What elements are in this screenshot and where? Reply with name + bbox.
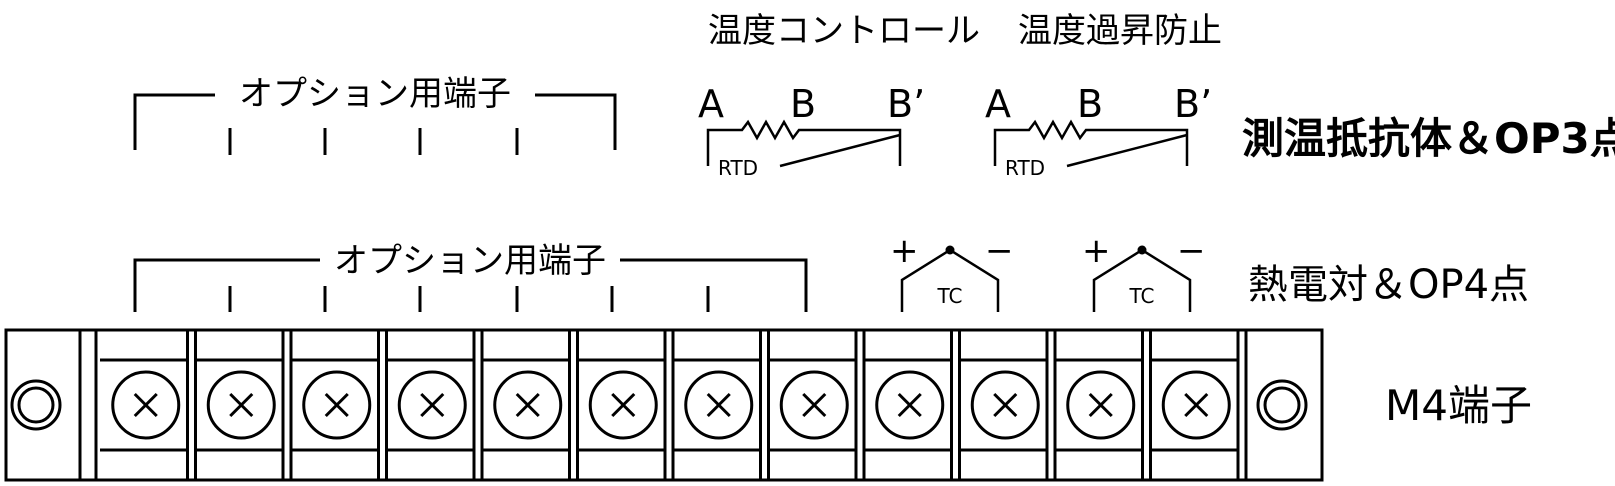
rtd-control-term-b-prime: B’ — [887, 82, 925, 126]
tc-symbol-overtemp: + − TC — [1082, 231, 1206, 312]
overtemp-protection-label: 温度過昇防止 — [1018, 11, 1222, 51]
terminal-screw — [1141, 328, 1238, 482]
terminal-screw — [1045, 328, 1143, 482]
terminal-screw — [281, 328, 379, 482]
tc-symbol-control: + − TC — [890, 231, 1014, 312]
tc-op4-title: 熱電対＆OP4点 — [1248, 262, 1529, 308]
terminal-screw — [568, 328, 665, 482]
tc-control-minus: − — [985, 231, 1014, 271]
temp-control-label: 温度コントロール — [708, 11, 980, 51]
rtd-op3-title: 測温抵抗体＆OP3点 — [1242, 114, 1615, 163]
rtd-option-bracket — [133, 93, 617, 155]
terminal-screw — [759, 328, 856, 482]
rtd-control-term-a: A — [698, 82, 724, 126]
terminal-screws — [100, 328, 1248, 482]
terminal-separator — [1236, 328, 1248, 482]
terminal-screw — [663, 328, 761, 482]
terminal-screw — [854, 328, 952, 482]
left-mount-hole — [10, 379, 62, 431]
m4-terminal-title: M4端子 — [1385, 381, 1532, 430]
terminal-screw — [950, 328, 1047, 482]
terminal-screw — [100, 358, 188, 452]
rtd-control-term-b: B — [790, 82, 816, 126]
rtd-option-terminal-label: オプション用端子 — [239, 74, 511, 114]
tc-overtemp-plus: + — [1082, 231, 1111, 271]
rtd-control-rtd-label: RTD — [718, 156, 758, 180]
tc-control-tc-label: TC — [936, 284, 962, 308]
rtd-symbol-control: A B B’ RTD — [698, 82, 925, 180]
rtd-overtemp-term-b: B — [1077, 82, 1103, 126]
tc-overtemp-tc-label: TC — [1128, 284, 1154, 308]
rtd-overtemp-rtd-label: RTD — [1005, 156, 1045, 180]
tc-overtemp-minus: − — [1177, 231, 1206, 271]
terminal-screw — [377, 328, 474, 482]
tc-control-plus: + — [890, 231, 919, 271]
rtd-symbol-overtemp: A B B’ RTD — [985, 82, 1212, 180]
rtd-overtemp-term-b-prime: B’ — [1174, 82, 1212, 126]
terminal-screw — [472, 328, 570, 482]
tc-option-terminal-label: オプション用端子 — [334, 241, 606, 281]
tc-option-bracket — [133, 258, 808, 312]
rtd-overtemp-term-a: A — [985, 82, 1011, 126]
right-mount-hole — [1256, 379, 1308, 431]
terminal-block-mounts — [10, 328, 1308, 482]
terminal-block — [4, 328, 1324, 482]
terminal-screw — [186, 328, 283, 482]
